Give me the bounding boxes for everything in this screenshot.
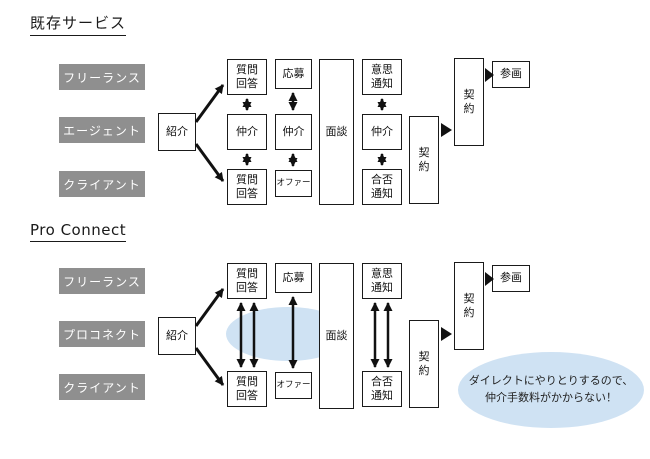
arrow-contract1-contract2-proconnect <box>441 327 452 341</box>
arrow-intro-to-qa-bottom-existing <box>194 143 225 182</box>
node-offer-proconnect: オファー <box>275 372 312 399</box>
node-qa-bottom-proconnect: 質問 回答 <box>227 371 267 407</box>
section-title-proconnect: Pro Connect <box>30 221 127 242</box>
node-mediate-2-existing: 仲介 <box>275 114 312 150</box>
actor-proconnect: プロコネクト <box>59 321 145 347</box>
actor-agent-existing: エージェント <box>59 117 145 143</box>
node-join-proconnect: 参画 <box>492 265 530 292</box>
node-qa-bottom-existing: 質問 回答 <box>227 169 267 205</box>
node-result-proconnect: 合否 通知 <box>362 371 402 407</box>
callout-text: ダイレクトにやりとりするので、 仲介手数料がかからない！ <box>468 374 634 405</box>
node-contract-1-proconnect: 契 約 <box>409 320 439 408</box>
actor-client-existing: クライアント <box>59 171 145 197</box>
node-intro-proconnect: 紹介 <box>158 317 196 355</box>
arrow-intro-to-qa-top-existing <box>194 84 225 123</box>
node-offer-existing: オファー <box>275 170 312 197</box>
section-title-existing: 既存サービス <box>30 12 127 36</box>
node-qa-top-proconnect: 質問 回答 <box>227 263 267 299</box>
node-apply-proconnect: 応募 <box>275 263 312 293</box>
node-intent-existing: 意思 通知 <box>362 59 402 95</box>
node-result-existing: 合否 通知 <box>362 169 402 205</box>
node-intro-existing: 紹介 <box>158 113 196 151</box>
actor-freelance-proconnect: フリーランス <box>59 268 145 294</box>
actor-freelance-existing: フリーランス <box>59 64 145 90</box>
arrow-contract1-contract2-existing <box>441 123 452 137</box>
actor-client-proconnect: クライアント <box>59 374 145 400</box>
node-join-existing: 参画 <box>492 61 530 88</box>
node-mediate-1-existing: 仲介 <box>227 114 267 150</box>
node-contract-2-proconnect: 契 約 <box>454 262 484 350</box>
arrow-intro-to-qa-bottom-proconnect <box>194 347 225 386</box>
node-apply-existing: 応募 <box>275 59 312 89</box>
arrow-intro-to-qa-top-proconnect <box>194 288 225 327</box>
node-mediate-3-existing: 仲介 <box>362 114 402 150</box>
node-intent-proconnect: 意思 通知 <box>362 263 402 299</box>
node-contract-2-existing: 契 約 <box>454 58 484 146</box>
node-interview-existing: 面談 <box>319 59 354 205</box>
node-qa-top-existing: 質問 回答 <box>227 59 267 95</box>
node-contract-1-existing: 契 約 <box>409 116 439 204</box>
node-interview-proconnect: 面談 <box>319 263 354 409</box>
